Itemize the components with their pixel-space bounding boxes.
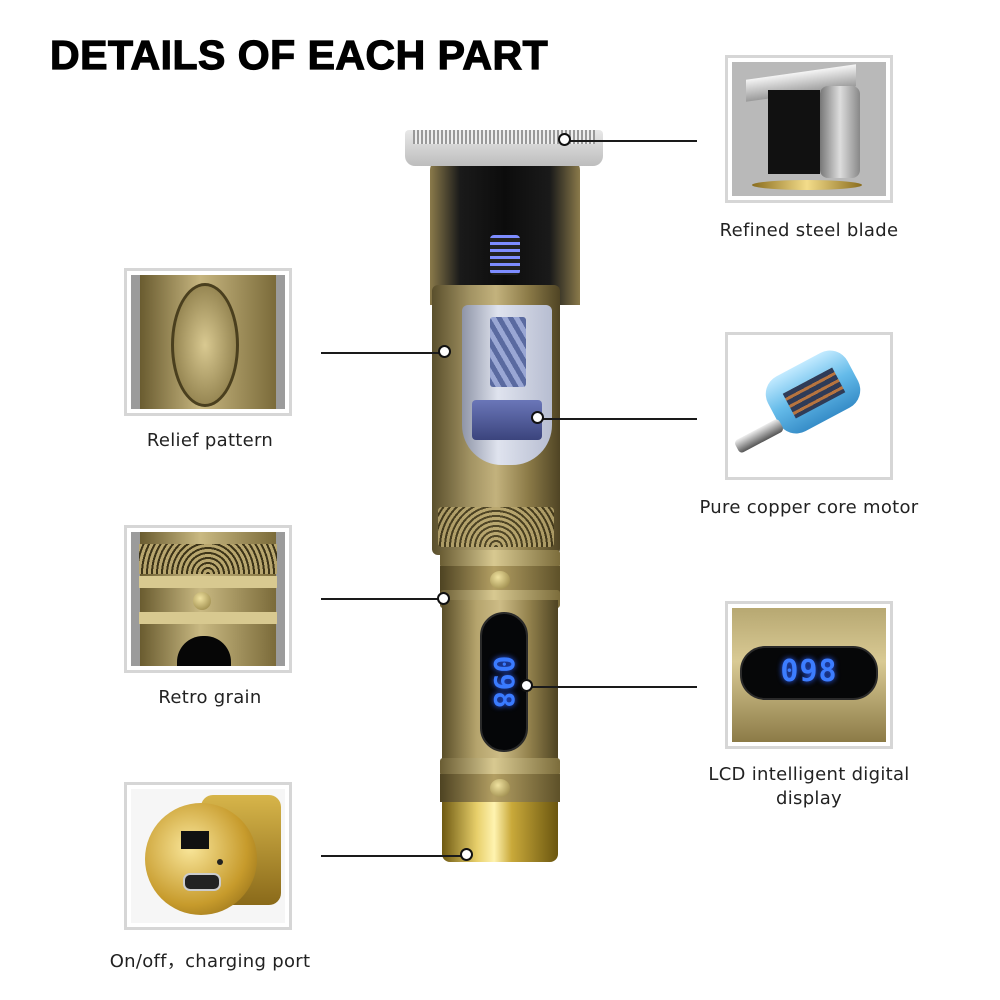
caption-motor: Pure copper core motor	[699, 497, 919, 518]
callout-dot-lcd	[520, 679, 533, 692]
thumbnail-port	[124, 782, 292, 930]
wave-pattern	[438, 507, 554, 547]
connector-line-relief	[321, 352, 443, 354]
motor-cutaway	[462, 305, 552, 465]
connector-line-blade	[565, 140, 697, 142]
hair-trimmer-image: 098	[400, 130, 610, 870]
thumbnail-relief	[124, 268, 292, 416]
lcd-reading: 098	[487, 655, 521, 710]
callout-dot-relief	[438, 345, 451, 358]
spring-icon	[490, 235, 520, 275]
thumbnail-lcd: 098	[725, 601, 893, 749]
thumbnail-retro	[124, 525, 292, 673]
trimmer-ornament-band	[440, 774, 560, 802]
connector-line-lcd	[527, 686, 697, 688]
callout-dot-retro	[437, 592, 450, 605]
caption-lcd-line2: display	[775, 788, 842, 809]
trimmer-body-upper	[432, 285, 560, 555]
caption-retro: Retro grain	[158, 687, 262, 708]
callout-dot-blade	[558, 133, 571, 146]
connector-line-motor	[537, 418, 697, 420]
trimmer-body-lower: 098	[442, 600, 558, 760]
callout-dot-port	[460, 848, 473, 861]
page-title: DETAILS OF EACH PART	[49, 31, 549, 78]
trimmer-ring	[440, 550, 560, 568]
connector-line-retro	[321, 598, 443, 600]
lcd-thumbnail-reading: 098	[780, 654, 838, 689]
caption-relief: Relief pattern	[146, 430, 274, 451]
trimmer-head	[430, 160, 580, 305]
trimmer-ring	[440, 758, 560, 776]
thumbnail-motor	[725, 332, 893, 480]
caption-blade: Refined steel blade	[719, 220, 899, 241]
caption-port: On/off，charging port	[109, 951, 311, 972]
trimmer-blade	[405, 130, 603, 166]
trimmer-ornament-band	[440, 566, 560, 594]
thumbnail-blade	[725, 55, 893, 203]
callout-dot-motor	[531, 411, 544, 424]
connector-line-port	[321, 855, 466, 857]
caption-lcd-line1: LCD intelligent digital	[708, 764, 910, 785]
